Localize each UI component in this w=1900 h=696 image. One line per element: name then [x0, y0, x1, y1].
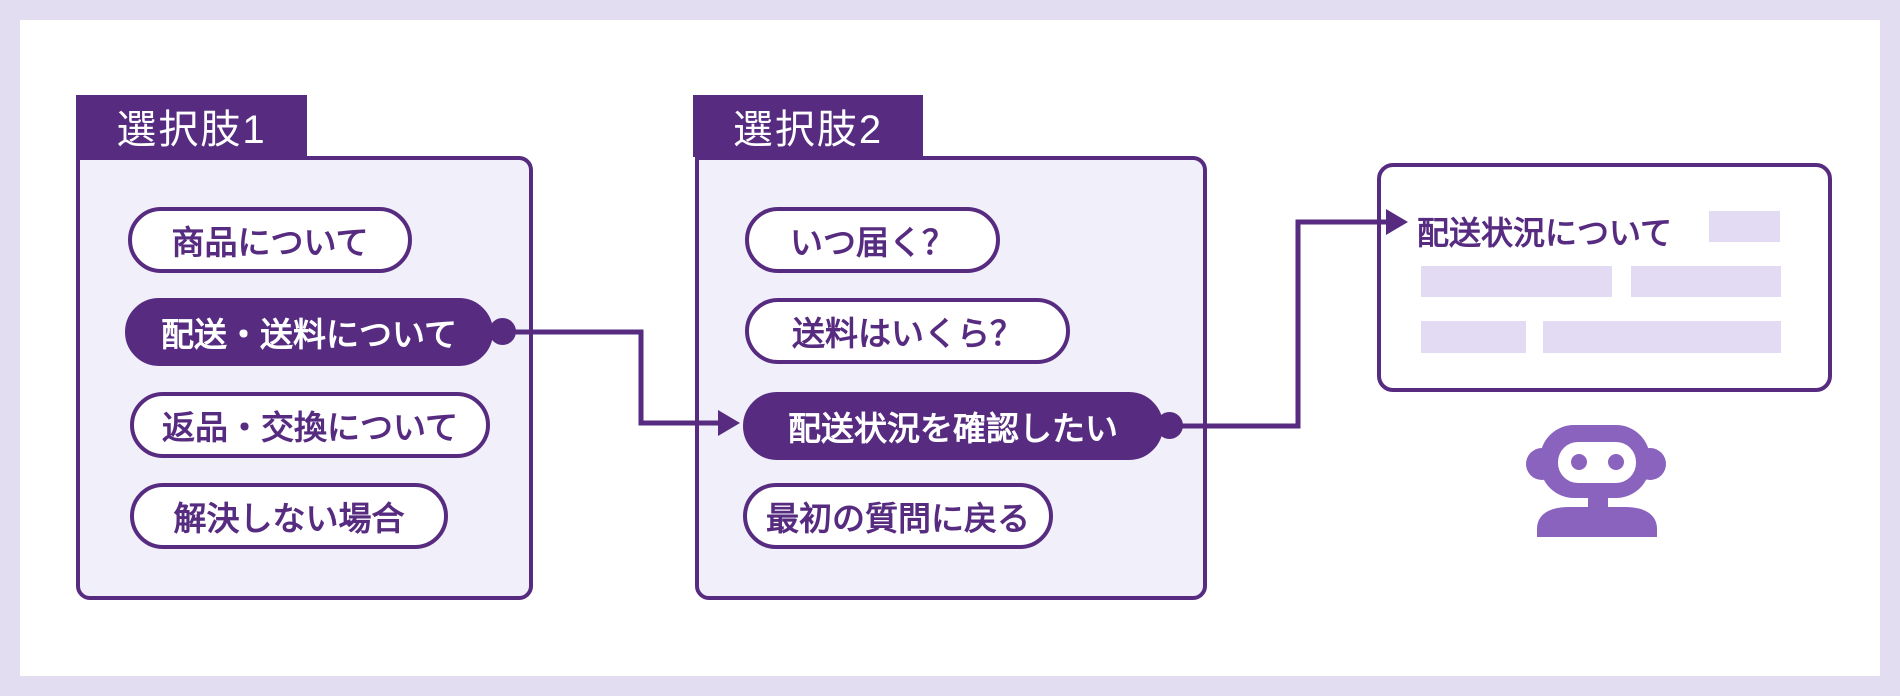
tab-choice-2: 選択肢2	[693, 95, 923, 157]
option-check-delivery-status-selected[interactable]: 配送状況を確認したい	[743, 392, 1163, 460]
placeholder-bar	[1709, 211, 1780, 242]
option-shipping-selected[interactable]: 配送・送料について	[125, 298, 493, 366]
option-returns-label: 返品・交換について	[161, 409, 458, 446]
option-shipping-cost-label: 送料はいくら？	[792, 315, 1023, 352]
tab-choice-1-label: 選択肢1	[116, 108, 267, 152]
placeholder-bar	[1543, 321, 1781, 353]
tab-choice-1: 選択肢1	[76, 95, 307, 157]
tab-choice-2-label: 選択肢2	[732, 108, 884, 152]
placeholder-bar	[1421, 321, 1526, 353]
option-returns-exchanges[interactable]: 返品・交換について	[130, 392, 490, 458]
result-card-title: 配送状況について	[1417, 215, 1673, 251]
option-when-arrive-label: いつ届く？	[790, 224, 955, 261]
option-when-arrive[interactable]: いつ届く？	[745, 207, 1000, 273]
result-card: 配送状況について	[1377, 163, 1832, 392]
robot-icon	[1526, 425, 1666, 537]
placeholder-bar	[1421, 266, 1612, 297]
option-shipping-label: 配送・送料について	[160, 316, 457, 353]
option-check-delivery-status-label: 配送状況を確認したい	[788, 410, 1118, 447]
option-back-to-first-question[interactable]: 最初の質問に戻る	[743, 483, 1053, 549]
option-unresolved-label: 解決しない場合	[173, 500, 405, 537]
option-unresolved[interactable]: 解決しない場合	[130, 483, 448, 549]
placeholder-bar	[1631, 266, 1781, 297]
option-shipping-cost[interactable]: 送料はいくら？	[745, 298, 1070, 364]
option-products-label: 商品について	[171, 224, 369, 261]
option-back-label: 最初の質問に戻る	[766, 500, 1030, 537]
option-products[interactable]: 商品について	[128, 207, 412, 273]
connector-dot-1	[489, 318, 516, 345]
connector-dot-2	[1156, 412, 1183, 439]
